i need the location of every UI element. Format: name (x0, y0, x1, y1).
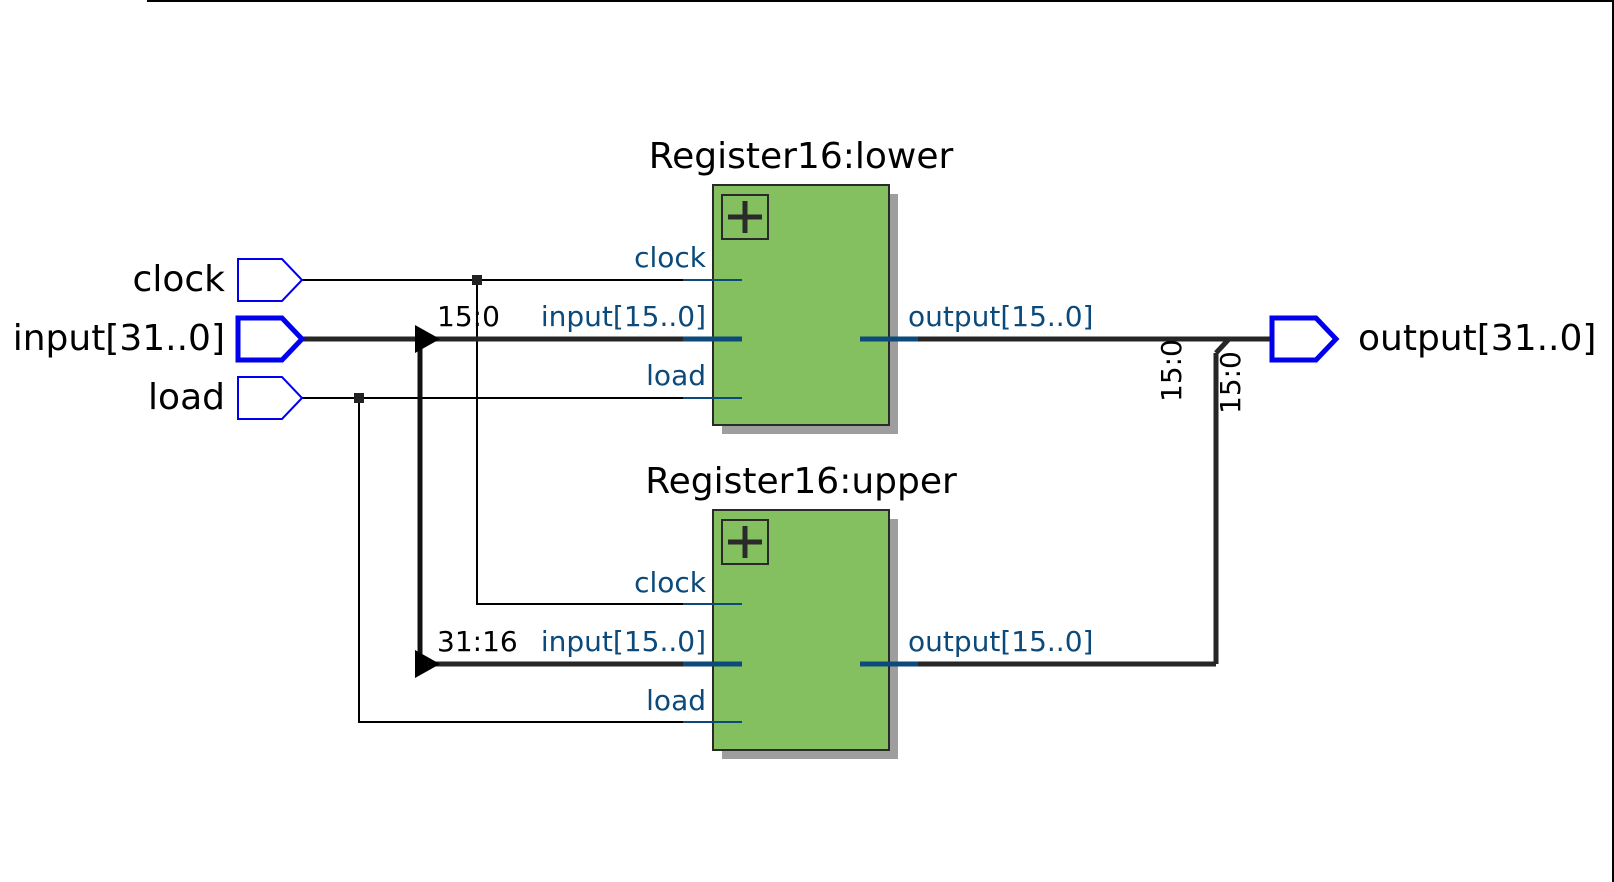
input-bus-port[interactable]: input[31..0] (13, 315, 306, 363)
plus-icon[interactable] (721, 194, 769, 240)
clock-input-port[interactable]: clock (133, 258, 304, 302)
register16-lower-block[interactable]: Register16:lower clock input[15..0] load… (541, 136, 1094, 434)
plus-icon[interactable] (721, 519, 769, 565)
pin-load-label: load (646, 684, 706, 717)
bus-slice-lower-in: 15:0 (437, 300, 500, 333)
input-port-label: input[31..0] (13, 318, 225, 359)
pin-load-label: load (646, 359, 706, 392)
bus-ripper-lower-arrow (415, 325, 440, 353)
load-input-port[interactable]: load (148, 376, 304, 420)
register16-upper-block[interactable]: Register16:upper clock input[15..0] load… (541, 461, 1094, 759)
load-net[interactable] (302, 393, 742, 723)
pin-input-label: input[15..0] (541, 625, 706, 658)
clock-junction-dot (472, 275, 482, 285)
bus-merge-tick (1214, 337, 1231, 355)
instance-title: Register16:upper (645, 461, 957, 502)
pin-output-label: output[15..0] (908, 300, 1093, 333)
pin-clock-label: clock (634, 566, 707, 599)
bus-slice-upper-out: 15:0 (1214, 351, 1247, 414)
bus-slice-lower-out: 15:0 (1155, 339, 1188, 402)
load-junction-dot (354, 393, 364, 403)
instance-title: Register16:lower (649, 136, 954, 177)
load-port-label: load (148, 377, 225, 418)
bus-slice-upper-in: 31:16 (437, 625, 518, 658)
bus-ripper-upper-arrow (415, 650, 440, 678)
output-port-label: output[31..0] (1358, 318, 1596, 359)
pin-input-label: input[15..0] (541, 300, 706, 333)
pin-output-label: output[15..0] (908, 625, 1093, 658)
pin-clock-label: clock (634, 241, 707, 274)
output-bus-port[interactable]: output[31..0] (1269, 315, 1596, 363)
clock-port-label: clock (133, 259, 226, 300)
